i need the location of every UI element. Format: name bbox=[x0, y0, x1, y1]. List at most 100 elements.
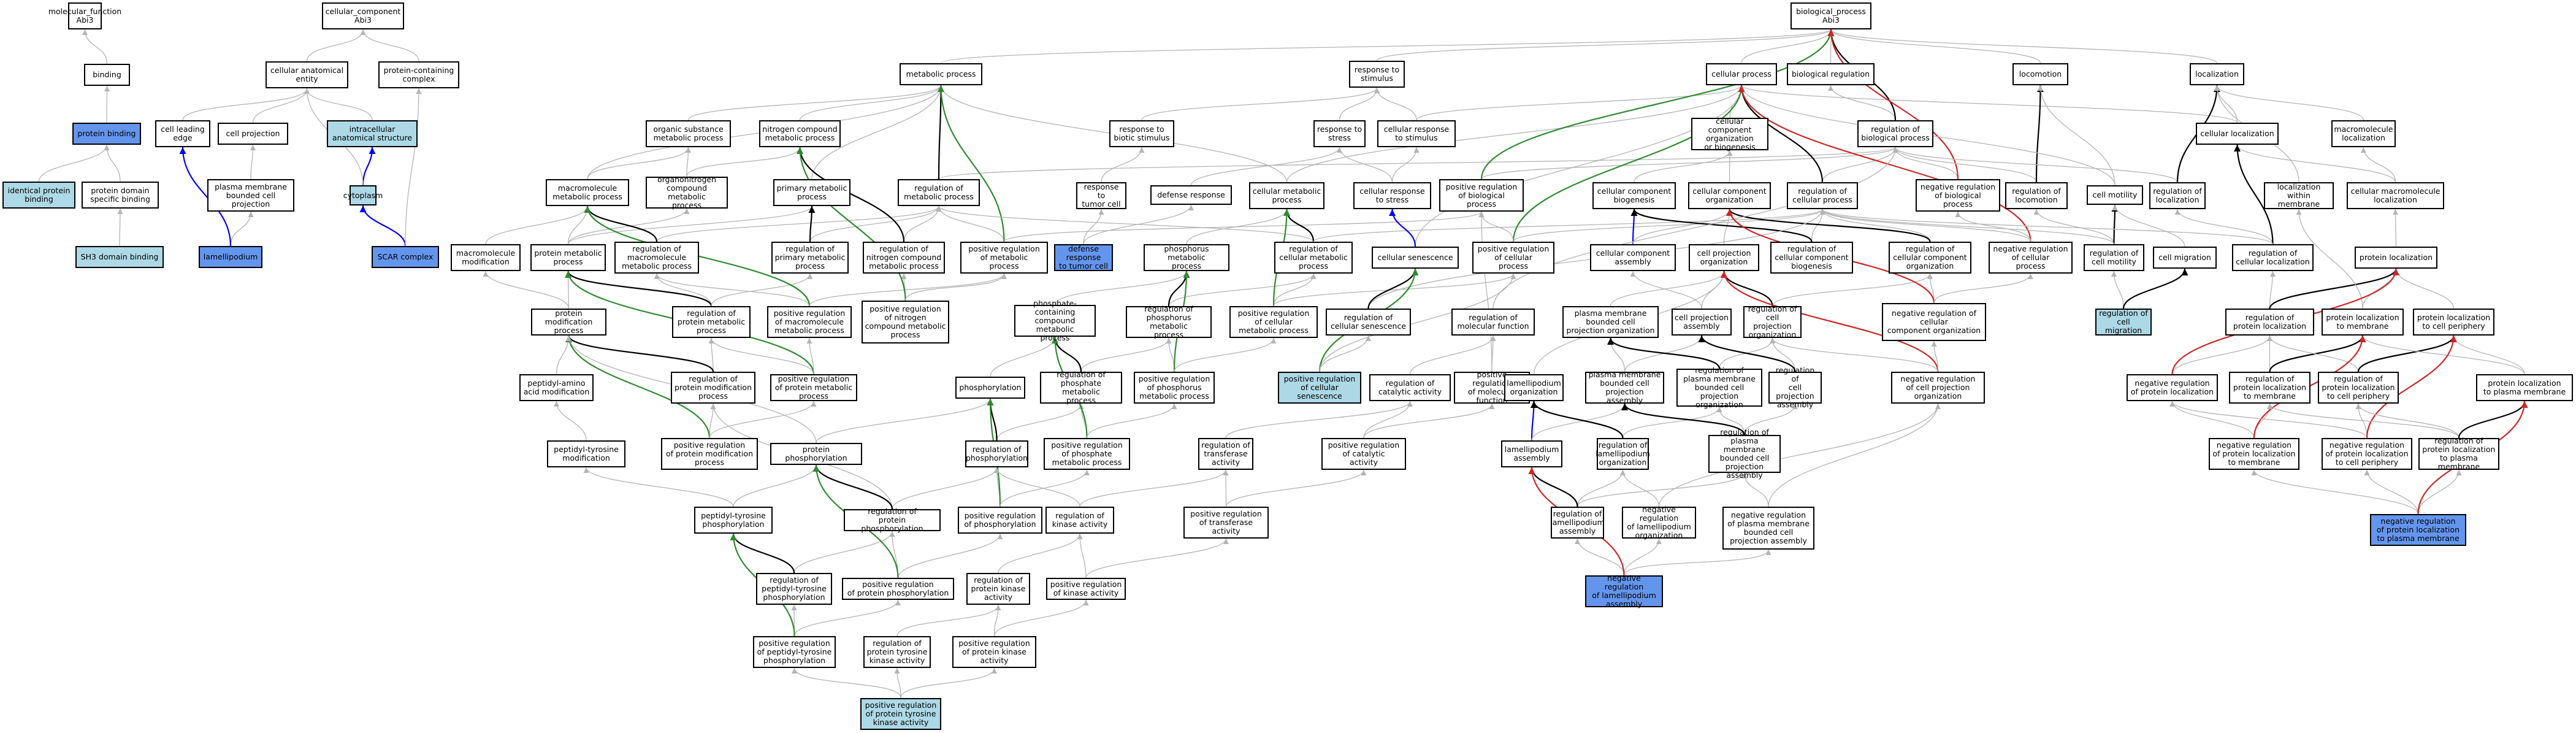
node-cpa: cell projection assembly bbox=[1672, 309, 1732, 336]
node-cae: cellular anatomical entity bbox=[266, 61, 348, 88]
node-rpl: regulation of protein localization bbox=[2225, 309, 2314, 336]
node-rcco: regulation of cellular component organiz… bbox=[1889, 242, 1971, 274]
node-protmp: protein metabolic process bbox=[530, 244, 606, 271]
edge-rmmp-mmp bbox=[584, 205, 658, 242]
node-prpphos: positive regulation of protein phosphory… bbox=[842, 578, 954, 600]
node-nrlamo: negative regulation of lamellipodium org… bbox=[1622, 505, 1696, 540]
edge-nrcpo-rcpo bbox=[1770, 337, 1939, 372]
edge-nrbp-bp bbox=[1827, 29, 1959, 180]
edge-prptka-prpka bbox=[900, 667, 997, 699]
node-crts: cellular response to stimulus bbox=[1377, 120, 1456, 147]
edge-prptp-prpphos bbox=[793, 599, 901, 637]
edge-prcp-prbp bbox=[1478, 211, 1514, 242]
node-rtbs: response to biotic stimulus bbox=[1109, 120, 1174, 147]
node-cmlocal: cellular macromolecule localization bbox=[2347, 182, 2444, 209]
edge-crts-rts bbox=[1374, 87, 1417, 121]
edge-nrpltcp-nrpl bbox=[2169, 401, 2368, 439]
node-rpltcp: regulation of protein localization to ce… bbox=[2318, 372, 2399, 404]
edge-cmig-cm bbox=[2112, 204, 2185, 247]
edge-rcp-rbp bbox=[1822, 147, 1898, 183]
node-cmp: cellular metabolic process bbox=[1249, 182, 1324, 209]
edge-scar-pcc bbox=[405, 88, 422, 247]
node-prmmp: positive regulation of macromolecule met… bbox=[767, 306, 852, 338]
node-clocal: cellular localization bbox=[2196, 123, 2279, 145]
edge-prpka-prka bbox=[993, 599, 1089, 637]
edge-pphos-phos bbox=[816, 398, 993, 443]
edge-cae-cc bbox=[306, 29, 366, 62]
edge-rpltcp-pltcp bbox=[2357, 335, 2457, 372]
edge-rpmbcpa-rcpa bbox=[1744, 403, 1798, 436]
node-rca: regulation of catalytic activity bbox=[1369, 374, 1451, 401]
edge-rcm-rloco bbox=[2033, 209, 2115, 245]
edge-cyto-ias bbox=[362, 147, 376, 186]
edge-rpphos-rphos bbox=[892, 467, 999, 510]
edge-rpmbcpa-rpmbcpo bbox=[1716, 406, 1745, 436]
node-prpka: positive regulation of protein kinase ac… bbox=[952, 636, 1036, 668]
node-nrcpo: negative regulation of cell projection o… bbox=[1891, 372, 1985, 404]
node-prptka: positive regulation of protein tyrosine … bbox=[860, 698, 941, 730]
node-prka: positive regulation of kinase activity bbox=[1046, 578, 1126, 600]
node-rcpa: regulation of cell projection assembly bbox=[1768, 366, 1822, 409]
edge-rcpo-rcco bbox=[1771, 273, 1933, 307]
node-nrpltpm: negative regulation of protein localizat… bbox=[2370, 514, 2466, 546]
node-plocal: protein localization bbox=[2355, 247, 2437, 269]
edge-rpmbcpa-pmbcpa bbox=[1621, 403, 1746, 436]
node-prbp: positive regulation of biological proces… bbox=[1439, 179, 1524, 212]
edge-crtstress-crts bbox=[1391, 147, 1420, 183]
edge-rcl-rlocal bbox=[2174, 209, 2274, 245]
node-rpphos: regulation of protein phosphorylation bbox=[844, 507, 941, 533]
edge-nrpmbcpa-nrcpo bbox=[1768, 403, 1941, 507]
edge-rta-rca bbox=[1225, 401, 1413, 439]
edge-rbp-breg bbox=[1828, 85, 1896, 121]
edge-nrpltm-rpltm bbox=[2253, 403, 2272, 439]
edge-lama-pmbcpa bbox=[1531, 403, 1627, 441]
edge-cp-bp bbox=[1741, 29, 1834, 64]
edge-crts-cp bbox=[1416, 85, 1745, 121]
node-prphmp: positive regulation of phosphorus metabo… bbox=[1134, 372, 1215, 404]
edge-cle-cae bbox=[182, 88, 310, 121]
node-nrcco: negative regulation of cellular componen… bbox=[1882, 303, 1986, 341]
node-rtstress: response to stress bbox=[1313, 120, 1366, 147]
edge-pmbcp-cproj bbox=[250, 144, 256, 180]
node-ipb: identical protein binding bbox=[2, 182, 75, 209]
edge-pltpm-pltcp bbox=[2451, 335, 2525, 375]
edge-pmbcpo-cpo bbox=[1610, 271, 1727, 307]
node-ncmp: nitrogen compound metabolic process bbox=[759, 120, 841, 147]
node-rpmp: regulation of primary metabolic process bbox=[771, 242, 849, 274]
edge-cm-loco bbox=[2038, 85, 2115, 186]
node-rcmp: regulation of cellular metabolic process bbox=[1274, 242, 1353, 274]
edge-rcmp-rcp bbox=[1313, 209, 1825, 242]
edge-prptka-rptka bbox=[894, 667, 901, 699]
node-cyto: cytoplasm bbox=[343, 185, 383, 205]
edge-rtbs-rts bbox=[1141, 87, 1380, 121]
edge-rpltm-pltm bbox=[2269, 335, 2366, 372]
edge-prmmp-rmmp bbox=[654, 273, 810, 307]
edge-rptp-ptp bbox=[730, 533, 795, 574]
node-crtstress: cellular response to stress bbox=[1353, 182, 1431, 209]
edge-nrbp-rbp bbox=[1892, 147, 1959, 180]
edge-prcp-rcp bbox=[1513, 209, 1825, 242]
edge-ptm-paam bbox=[554, 401, 587, 441]
edge-rpltpm-rpltcp bbox=[2355, 403, 2459, 439]
edge-nrpltm-nrpl bbox=[2169, 401, 2255, 439]
edge-binding-mf bbox=[82, 29, 108, 64]
edge-prmp-mp bbox=[938, 85, 1005, 242]
edge-dr-rtstress bbox=[1190, 147, 1342, 186]
node-rphmp: regulation of phosphorus metabolic proce… bbox=[1126, 305, 1212, 339]
node-rloco: regulation of locomotion bbox=[2005, 182, 2068, 209]
edge-prptka-prptp bbox=[792, 667, 901, 699]
node-rphos: regulation of phosphorylation bbox=[965, 440, 1028, 467]
edge-rloco-loco bbox=[2035, 85, 2044, 183]
node-prcp: positive regulation of cellular process bbox=[1472, 242, 1554, 274]
node-nrcp: negative regulation of cellular process bbox=[1989, 242, 2073, 274]
edge-rpmodp-pmodp bbox=[565, 335, 714, 372]
node-lama: lamellipodium assembly bbox=[1501, 440, 1562, 467]
edge-pdsb-pb bbox=[104, 144, 121, 182]
node-nrlama: negative regulation of lamellipodium ass… bbox=[1585, 574, 1663, 608]
node-osmp: organic substance metabolic process bbox=[646, 120, 731, 147]
node-rpmetp: regulation of phosphate metabolic proces… bbox=[1040, 370, 1122, 405]
node-rta: regulation of transferase activity bbox=[1198, 438, 1253, 470]
node-rcp: regulation of cellular process bbox=[1787, 182, 1858, 209]
node-rptka: regulation of protein tyrosine kinase ac… bbox=[863, 636, 931, 668]
